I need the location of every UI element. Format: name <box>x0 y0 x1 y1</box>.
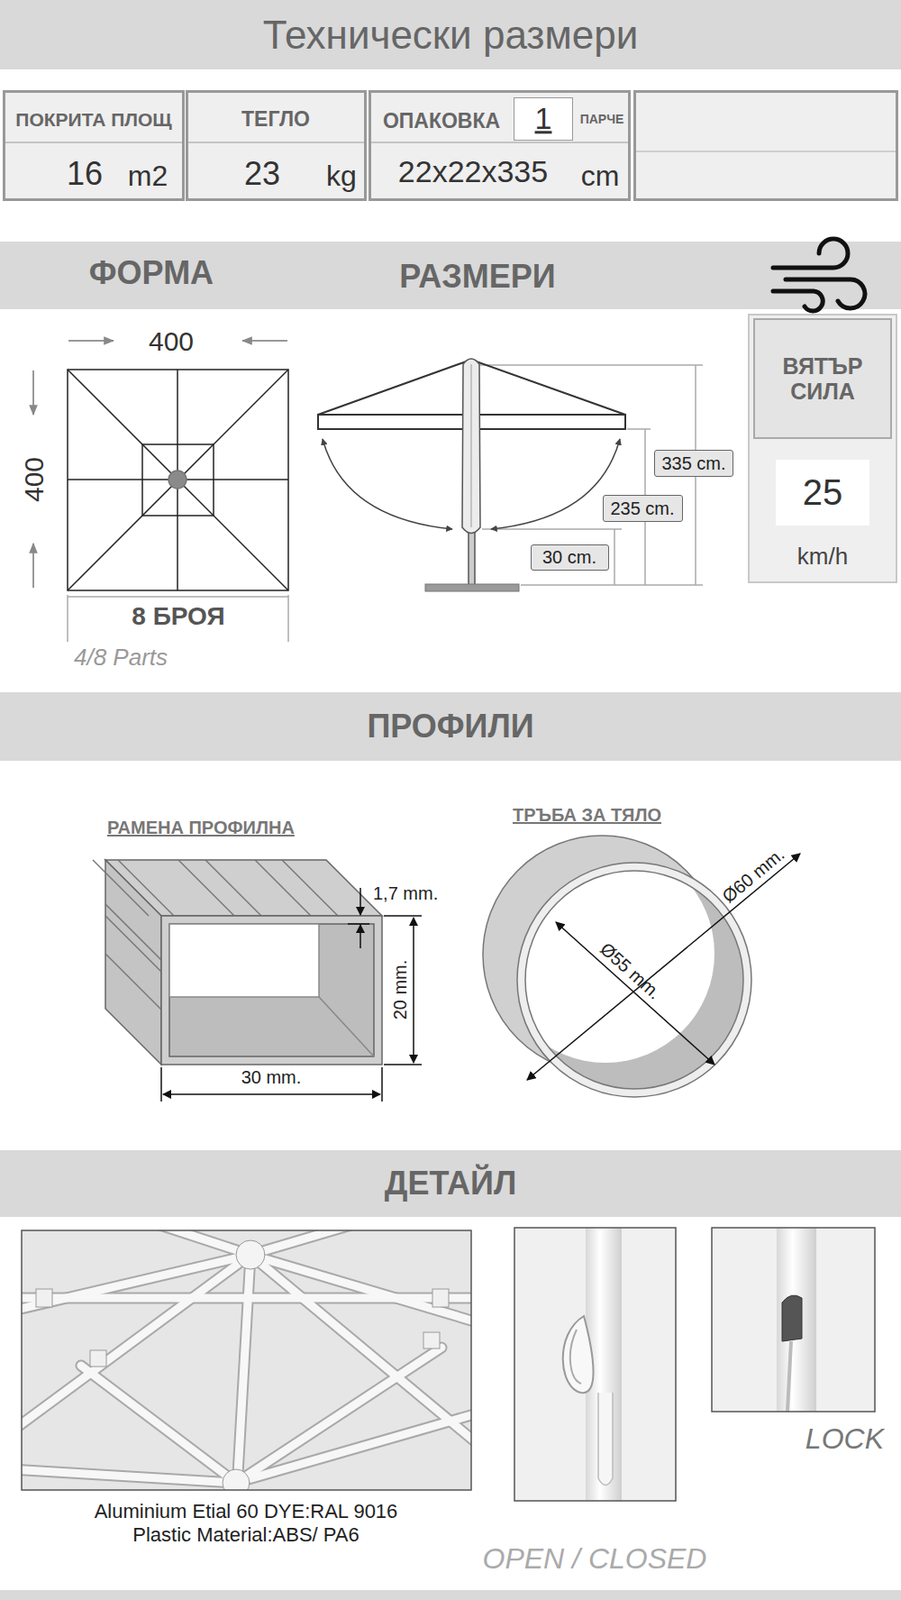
node-text: ТЕГЛО <box>241 108 310 131</box>
quantity-box: 1 <box>513 97 574 141</box>
section-band <box>0 1149 901 1217</box>
table-cell <box>635 91 898 201</box>
section-band: ПРОФИЛИ <box>0 691 901 761</box>
node-text: 335 cm. <box>661 453 726 474</box>
cell-divider <box>636 150 896 153</box>
dimension-label: 400 <box>148 326 194 356</box>
dimension-label: 30 mm. <box>241 1066 302 1087</box>
table-cell: ПОКРИТА ПЛОЩ 16 m2 <box>2 90 185 201</box>
node-text: m2 <box>127 160 168 192</box>
material-note: Plastic Material:ABS/ PA6 <box>132 1523 359 1546</box>
node-text: ПОКРИТА ПЛОЩ <box>15 109 172 130</box>
page-title: Технически размери <box>263 13 639 57</box>
dimension-arrows <box>33 340 288 588</box>
dimension-label: Ø60 mm. <box>718 843 788 906</box>
material-note: Aluminium Etial 60 DYE:RAL 9016 <box>94 1500 399 1522</box>
node-text: ОПАКОВКА <box>382 109 501 133</box>
rope-photo <box>514 1227 676 1501</box>
node-text: 1 <box>535 101 553 136</box>
wind-icon <box>773 238 865 311</box>
photo-caption: LOCK <box>805 1422 884 1455</box>
node-text: ДЕТАЙЛ <box>384 1164 518 1202</box>
node-text: 235 cm. <box>609 498 674 519</box>
lock-photo <box>711 1227 875 1411</box>
umbrella-side-view <box>318 358 703 592</box>
body-tube <box>482 835 801 1118</box>
dimension-label: 400 <box>18 456 49 502</box>
count-bracket <box>67 594 289 642</box>
dimension-tag: 235 cm. <box>602 494 683 522</box>
footer-band <box>0 1589 901 1600</box>
node-text: ВЯТЪР СИЛА <box>764 354 882 404</box>
node-text: cm <box>581 160 620 192</box>
node-text: ПРОФИЛИ <box>366 708 534 745</box>
arm-profile <box>92 859 383 1065</box>
wind-value: 25 <box>775 459 870 526</box>
frame-photo <box>9 1216 487 1505</box>
wind-heading: ВЯТЪР СИЛА <box>753 318 892 439</box>
node-text: 25 <box>802 472 844 512</box>
part-title: РАМЕНА ПРОФИЛНА <box>107 817 295 838</box>
part-title: ТРЪБА ЗА ТЯЛО <box>512 804 662 825</box>
node-text: kg <box>326 160 357 192</box>
node-text: 23 <box>244 155 281 192</box>
node-text: ФОРМА <box>89 254 214 292</box>
node-text: 30 cm. <box>542 546 597 567</box>
section-band <box>0 241 901 310</box>
dimension-label: 1,7 mm. <box>373 882 438 903</box>
photo-caption: OPEN / CLOSED <box>482 1542 708 1575</box>
title-band <box>0 0 901 70</box>
dimension-label: 20 mm. <box>390 959 410 1020</box>
node-text: РАЗМЕРИ <box>399 258 556 295</box>
node-text: km/h <box>797 543 848 570</box>
section-band <box>0 691 901 761</box>
node-text: ПАРЧЕ <box>580 112 625 127</box>
table-cell: ТЕГЛО 23 kg <box>185 90 367 201</box>
table-cell: 1 ОПАКОВКА ПАРЧЕ 22x22x335 cm <box>368 90 631 201</box>
section-band: ФОРМА РАЗМЕРИ <box>0 241 901 310</box>
canopy-top-view <box>67 369 289 591</box>
node-text: 16 <box>66 155 103 192</box>
dimension-tag: 335 cm. <box>654 449 734 477</box>
note-label: 4/8 Parts <box>73 644 168 671</box>
dimension-tag: 30 cm. <box>530 544 610 571</box>
section-band: ДЕТАЙЛ <box>0 1149 901 1217</box>
profile-dimensions <box>161 887 422 1102</box>
node-text: 22x22x335 <box>398 154 548 189</box>
count-label: 8 БРОЯ <box>131 602 225 631</box>
wind-panel: ВЯТЪР СИЛА 25 km/h <box>747 313 898 583</box>
